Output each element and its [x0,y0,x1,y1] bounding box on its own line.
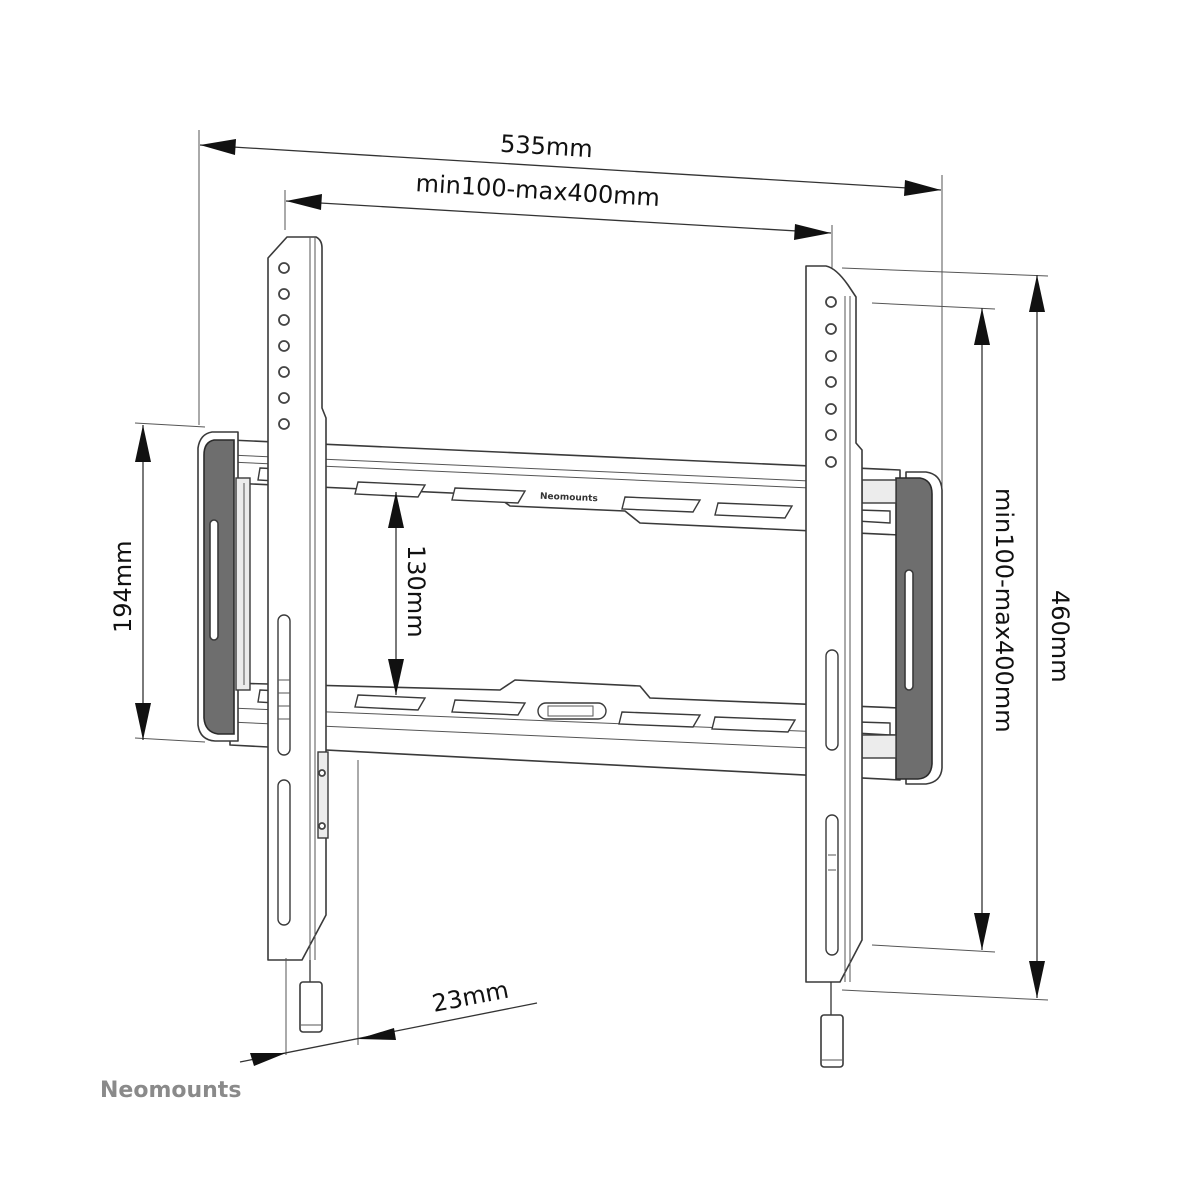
safety-lock-slot [537,702,607,720]
label-depth: 23mm [430,976,511,1018]
right-wall-pad [861,471,943,785]
dimension-vesa-horizontal: min100-max400mm [284,169,833,268]
label-overall-width: 535mm [499,130,593,164]
right-safety-lock [820,982,844,1068]
dimension-overall-height: 460mm [841,267,1074,1001]
dimension-overall-width: 535mm [198,130,943,490]
label-rail-height: 194mm [109,540,137,633]
dimension-vesa-vertical: min100-max400mm [871,302,1018,953]
dimension-rail-gap: 130mm [388,492,430,695]
label-vesa-horizontal: min100-max400mm [415,169,661,212]
rail-brand-engraving: Neomounts [540,492,598,505]
dimension-rail-height: 194mm [109,422,206,743]
right-arm-hole-column [825,296,837,468]
label-overall-height: 460mm [1046,590,1074,683]
label-vesa-vertical: min100-max400mm [990,488,1018,733]
left-bracket-arm [267,236,329,961]
bottom-rail [229,679,901,781]
brand-watermark: Neomounts [100,1078,241,1103]
left-arm-hole-column [278,262,290,430]
label-rail-gap: 130mm [402,545,430,638]
left-safety-lock [299,960,323,1033]
top-rail: Neomounts [229,439,901,536]
right-bracket-arm [805,265,863,983]
left-wall-pad [197,431,251,742]
